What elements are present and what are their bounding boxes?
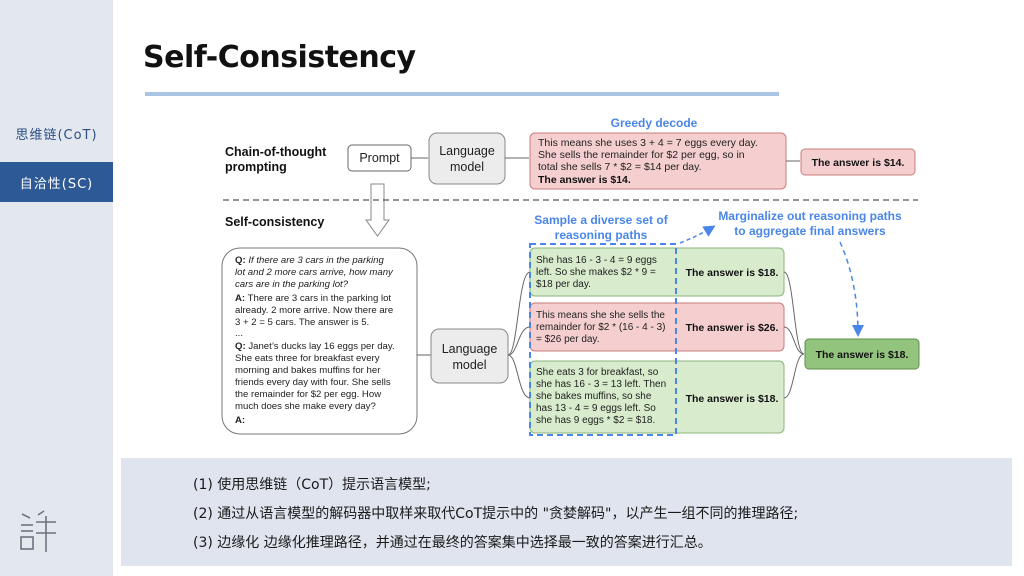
path2-answer: The answer is $26. (686, 322, 779, 334)
blue-arrow-to-final (839, 241, 864, 337)
path-connector (507, 326, 531, 356)
prompt-text-line: Q: Janet’s ducks lay 16 eggs per day. (235, 341, 395, 352)
sample-title-line1: Sample a diverse set of (534, 213, 668, 227)
summary-note-2: (2) 通过从语言模型的解码器中取样来取代CoT提示中的 "贪婪解码"，以产生一… (193, 506, 799, 522)
path3-answer: The answer is $18. (686, 393, 779, 405)
path3-line: she has 16 - 3 = 13 left. Then (536, 379, 666, 390)
prompt-text-line: Q: If there are 3 cars in the parking (235, 255, 384, 266)
marginalize-title-line1: Marginalize out reasoning paths (718, 209, 902, 223)
path1-line: $18 per day. (536, 279, 591, 290)
summary-note-1: (1) 使用思维链（CoT）提示语言模型; (193, 477, 431, 493)
path2-line: = $26 per day. (536, 334, 599, 345)
path3-line: has 13 - 4 = 9 eggs left. So (536, 403, 656, 414)
prompt-text-line: the remainder for $2 per egg. How (235, 389, 381, 400)
aggregate-connector (783, 326, 805, 355)
marginalize-title-line2: to aggregate final answers (734, 224, 886, 238)
prompt-text-line: morning and bakes muffins for her (235, 365, 381, 376)
aggregate-connector (783, 353, 805, 399)
lm-bottom-line1: Language (442, 342, 498, 356)
final-answer-box (804, 338, 920, 370)
prompt-text-line: 3 + 2 = 5 cars. The answer is 5. (235, 317, 369, 328)
prompt-text-line: A: There are 3 cars in the parking lot (235, 293, 391, 304)
path3-line: she has 9 eggs * $2 = $18. (536, 415, 655, 426)
lm-bottom-line2: model (452, 358, 486, 372)
sidebar-item-sc[interactable]: 自洽性(SC) (0, 162, 113, 202)
hollow-down-arrow (365, 183, 390, 237)
sample-title-line2: reasoning paths (555, 228, 648, 242)
prompt-text-line: She eats three for breakfast every (235, 353, 380, 364)
prompt-text-line: much does she make every day? (235, 401, 376, 412)
sampled-paths-highlight (529, 243, 677, 436)
title-underline (145, 92, 779, 96)
prompt-examples-box (221, 247, 418, 435)
page-title: Self-Consistency (143, 40, 416, 75)
summary-note-3: (3) 边缘化 边缘化推理路径，并通过在最终的答案集中选择最一致的答案进行汇总。 (193, 535, 712, 551)
xu-logo-icon (20, 510, 56, 552)
prompt-text-line: cars are in the parking lot? (235, 279, 349, 290)
path1-answer: The answer is $18. (686, 267, 779, 279)
sidebar: 思维链(CoT) 自洽性(SC) (0, 0, 113, 576)
language-model-box-bottom (430, 328, 509, 384)
path2-line: This means she she sells the (536, 310, 665, 321)
path-connector (507, 354, 531, 399)
sidebar-item-cot[interactable]: 思维链(CoT) (15, 127, 98, 143)
path-connector (507, 271, 531, 356)
final-answer-label: The answer is $18. (816, 349, 909, 361)
prompt-text-line: already. 2 more arrive. Now there are (235, 305, 393, 316)
prompt-box-label: Prompt (359, 151, 400, 165)
prompt-text-line: friends every day with four. She sells (235, 377, 391, 388)
path2-line: remainder for $2 * (16 - 4 - 3) (536, 322, 666, 333)
greedy-line-4: The answer is $14. (538, 174, 631, 186)
greedy-line-1: This means she uses 3 + 4 = 7 eggs every… (538, 137, 758, 149)
prompt-text-line: A: (235, 415, 245, 426)
greedy-answer-label: The answer is $14. (812, 157, 905, 169)
cot-label-line1: Chain-of-thought (225, 145, 327, 159)
lm-top-line2: model (450, 160, 484, 174)
path1-line: left. So she makes $2 * 9 = (536, 267, 656, 278)
greedy-answer-box (800, 148, 916, 176)
prompt-text-line: ... (235, 328, 243, 339)
sc-label: Self-consistency (225, 215, 324, 229)
aggregate-connector (783, 271, 805, 355)
path3-line: She eats 3 for breakfast, so (536, 367, 659, 378)
blue-arrow-to-marginalize (679, 225, 716, 244)
greedy-line-2: She sells the remainder for $2 per egg, … (538, 149, 745, 161)
path3-line: she bakes muffins, so she (536, 391, 652, 402)
lm-top-line1: Language (439, 144, 495, 158)
path1-line: She has 16 - 3 - 4 = 9 eggs (536, 255, 657, 266)
language-model-box-top (428, 132, 506, 185)
self-consistency-diagram: Chain-of-thought prompting Prompt Langua… (221, 116, 920, 436)
cot-label-line2: prompting (225, 160, 287, 174)
summary-panel: (1) 使用思维链（CoT）提示语言模型; (2) 通过从语言模型的解码器中取样… (121, 458, 1012, 566)
greedy-line-3: total she sells 7 * $2 = $14 per day. (538, 161, 702, 173)
greedy-decode-title: Greedy decode (611, 116, 698, 130)
prompt-text-line: lot and 2 more cars arrive, how many (235, 267, 394, 278)
